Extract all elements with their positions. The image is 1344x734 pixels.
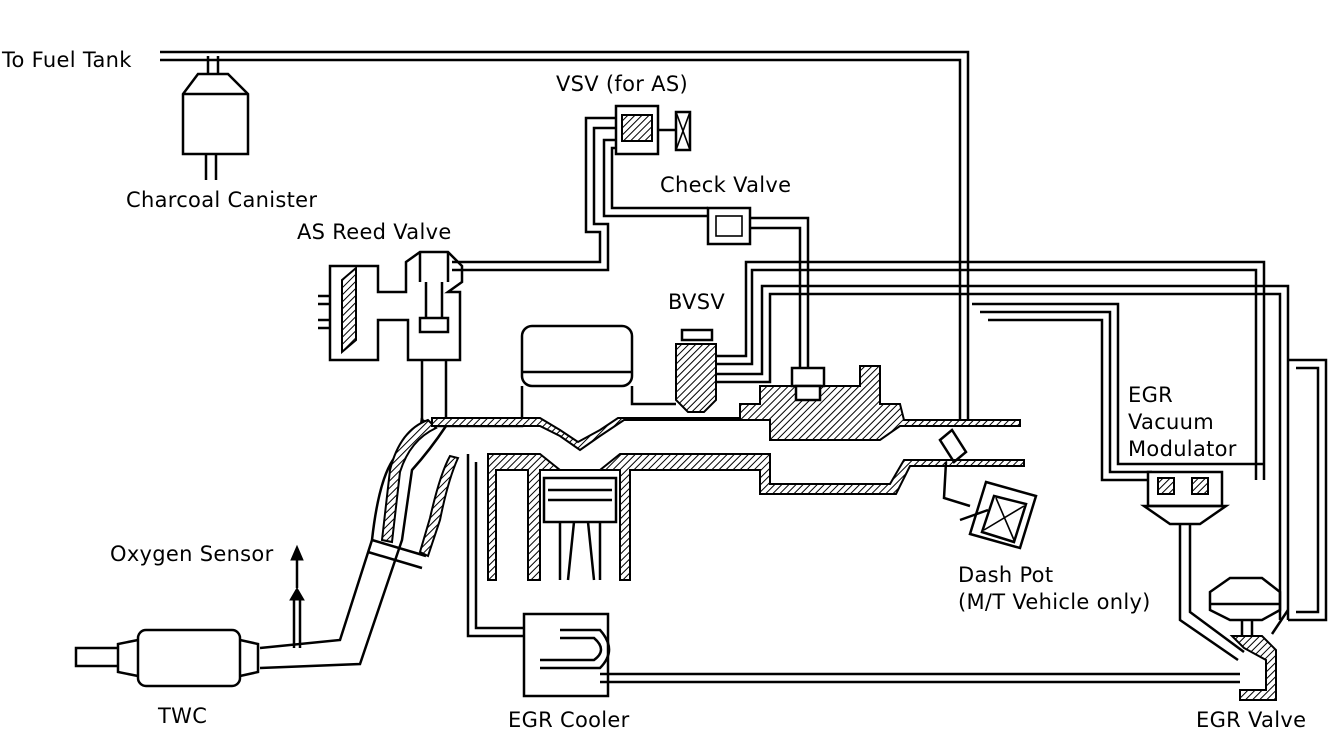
label-dash-pot-line2: (M/T Vehicle only) [958, 590, 1151, 614]
as-reed-valve [318, 250, 464, 430]
label-egr-vacuum-modulator-line3: Modulator [1128, 437, 1237, 461]
label-twc: TWC [158, 704, 208, 728]
intake-fitting [790, 366, 826, 402]
check-valve [706, 206, 810, 372]
label-dash-pot-line1: Dash Pot [958, 563, 1054, 587]
label-charcoal-canister: Charcoal Canister [126, 188, 318, 212]
label-bvsv: BVSV [668, 290, 726, 314]
egr-valve [1208, 358, 1328, 701]
label-vsv: VSV (for AS) [556, 72, 688, 96]
vsv [452, 104, 708, 272]
label-check-valve: Check Valve [660, 173, 792, 197]
fuel-tank-line [160, 50, 970, 420]
engine [431, 324, 1025, 581]
egr-vacuum-modulator [972, 302, 1264, 662]
label-as-reed-valve: AS Reed Valve [297, 220, 452, 244]
label-egr-vacuum-modulator-line1: EGR [1128, 383, 1174, 407]
label-oxygen-sensor: Oxygen Sensor [110, 542, 274, 566]
exhaust-system [74, 417, 460, 688]
label-egr-valve: EGR Valve [1196, 708, 1307, 732]
dash-pot [938, 428, 1038, 550]
bvsv [675, 260, 1290, 620]
charcoal-canister [181, 56, 250, 180]
egr-cooler [466, 454, 1240, 698]
label-egr-vacuum-modulator-line2: Vacuum [1128, 410, 1215, 434]
label-egr-cooler: EGR Cooler [508, 708, 630, 732]
label-to-fuel-tank: To Fuel Tank [2, 48, 132, 72]
